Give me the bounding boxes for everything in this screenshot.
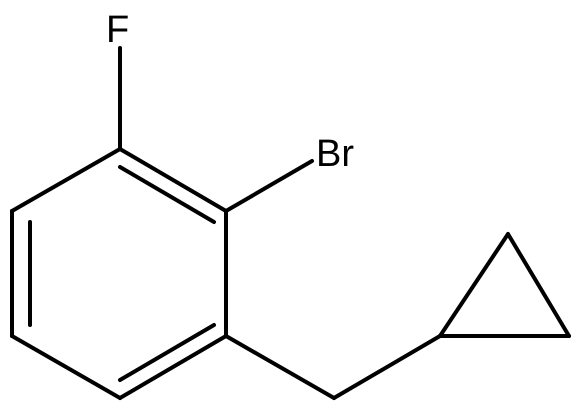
- bond-c1-c2: [118, 147, 228, 213]
- bond-c1-c2-inner: [118, 165, 216, 224]
- bond-c3-c4-inner: [118, 323, 216, 382]
- fluorine-label: F: [106, 9, 129, 51]
- bond-cp2-cp3: [506, 232, 571, 338]
- benzene-ring: [10, 147, 228, 400]
- bond-c3-ch2: [224, 334, 336, 400]
- bond-c2-br: [224, 159, 314, 213]
- bond-c3-c4: [118, 334, 228, 400]
- bond-c6-c1: [10, 147, 122, 213]
- bond-ch2-cyclopropyl: [332, 334, 442, 400]
- cyclopropyl-ring: [438, 232, 571, 338]
- bromine-label: Br: [316, 133, 354, 175]
- bond-c4-c5: [10, 334, 122, 400]
- bond-cp1-cp2: [438, 232, 510, 338]
